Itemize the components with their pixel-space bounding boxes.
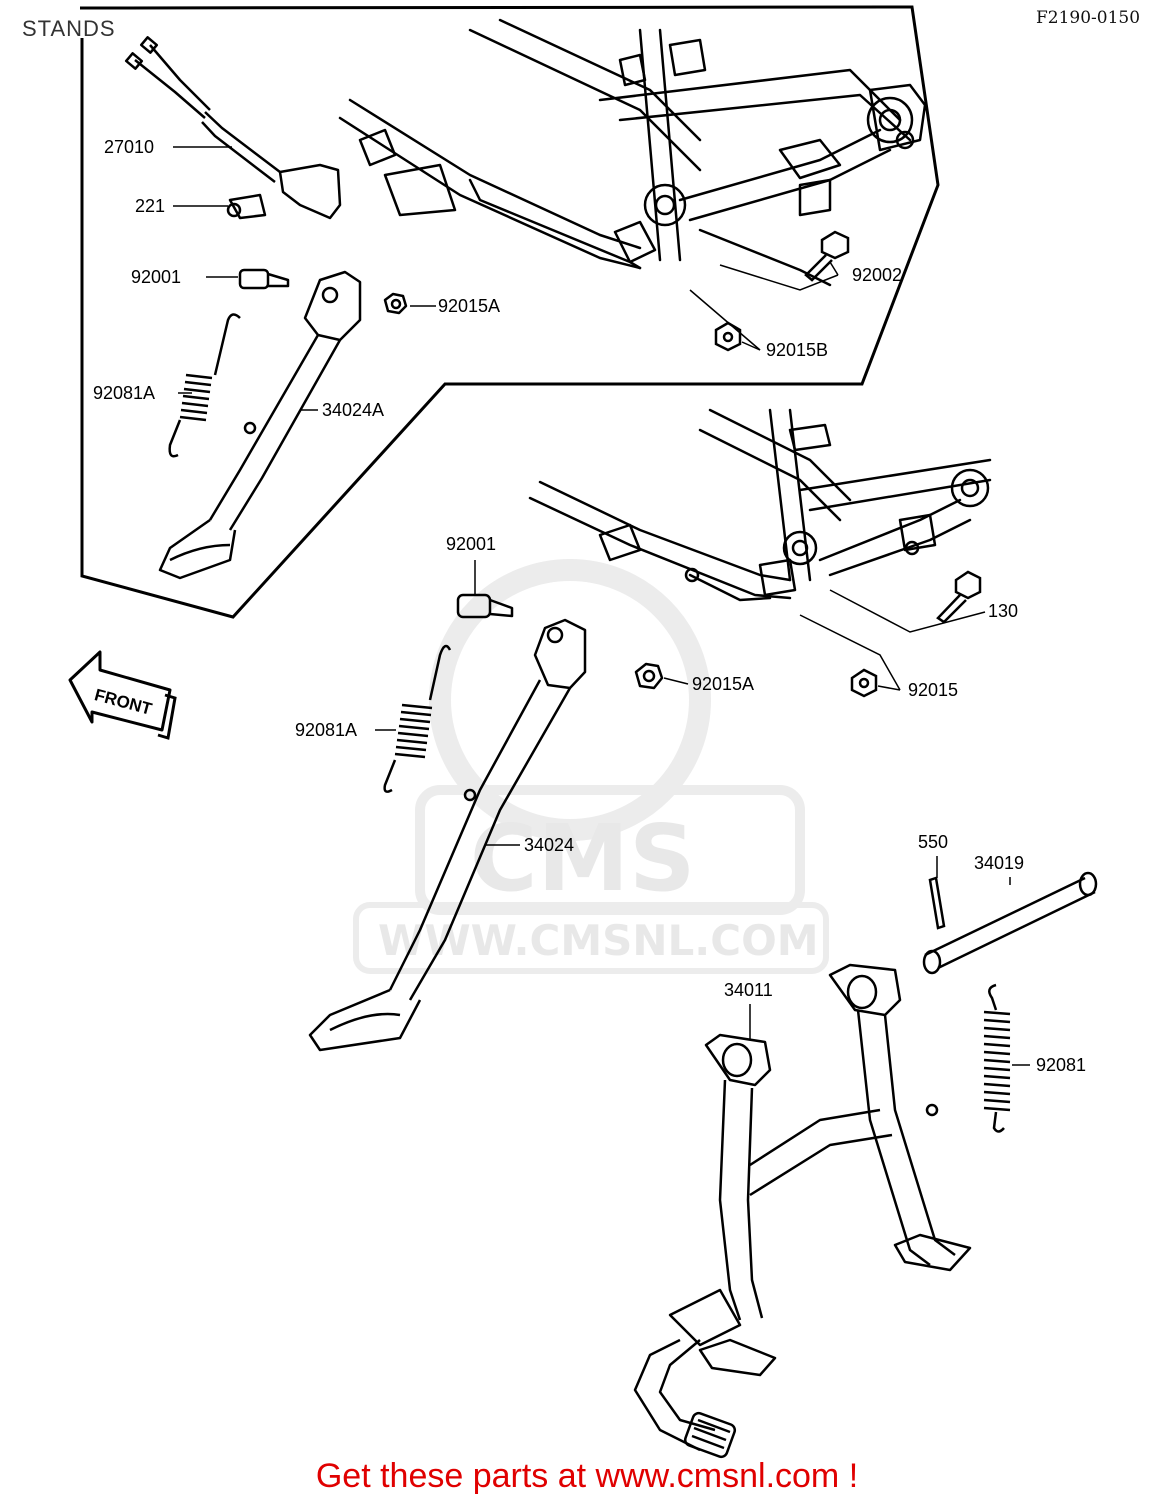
middle-frame-assembly — [528, 408, 992, 602]
leader-lines — [173, 146, 1030, 1066]
inset-border — [79, 5, 940, 619]
bolt-130-and-nut-92015 — [850, 570, 982, 698]
bolt-92002-and-nut-92015B — [714, 230, 850, 352]
watermark-banner — [415, 785, 805, 915]
spring-92081A-middle — [383, 644, 452, 793]
callout-92015A-upper: 92015A — [438, 296, 500, 316]
callout-92015: 92015 — [908, 680, 958, 700]
front-direction-arrow: FRONT — [68, 650, 177, 740]
callout-221: 221 — [135, 196, 165, 216]
center-stand-34011 — [633, 963, 972, 1459]
pivot-shaft-34019 — [922, 871, 1098, 975]
callout-34024: 34024 — [524, 835, 574, 855]
switch-assembly-upper — [124, 36, 342, 220]
footer-parts-link[interactable]: Get these parts at www.cmsnl.com ! — [315, 1457, 859, 1495]
upper-frame-assembly — [338, 18, 927, 287]
page-title: STANDS — [22, 16, 116, 41]
cotter-pin-550 — [928, 876, 946, 930]
watermark-ring — [429, 559, 711, 841]
callout-92081: 92081 — [1036, 1055, 1086, 1075]
callout-34011: 34011 — [724, 980, 773, 1000]
callout-92015A-middle: 92015A — [692, 674, 754, 694]
callout-92015B: 92015B — [766, 340, 828, 360]
spring-92081A-upper — [168, 313, 241, 458]
callout-130: 130 — [988, 601, 1018, 621]
spring-92081 — [983, 983, 1011, 1133]
callout-92081A-upper: 92081A — [93, 383, 155, 403]
callout-27010: 27010 — [104, 137, 154, 157]
figure-reference: F2190-0150 — [1036, 8, 1141, 28]
side-stand-34024A — [158, 268, 408, 580]
callout-92001-middle: 92001 — [446, 534, 496, 554]
callout-34019: 34019 — [974, 853, 1024, 873]
side-stand-34024 — [308, 593, 664, 1052]
watermark: CMS WWW.CMSNL.COM — [353, 559, 829, 974]
callout-34024A: 34024A — [322, 400, 384, 420]
callout-92081A-middle: 92081A — [295, 720, 357, 740]
callout-92002: 92002 — [852, 265, 902, 285]
watermark-logo-text: CMS — [470, 805, 695, 912]
callout-550: 550 — [918, 832, 948, 852]
callout-labels: 27010 221 92001 92015A 92081A 34024A 920… — [93, 137, 1086, 1075]
watermark-url-box — [353, 902, 829, 974]
callout-92001-upper: 92001 — [131, 267, 181, 287]
